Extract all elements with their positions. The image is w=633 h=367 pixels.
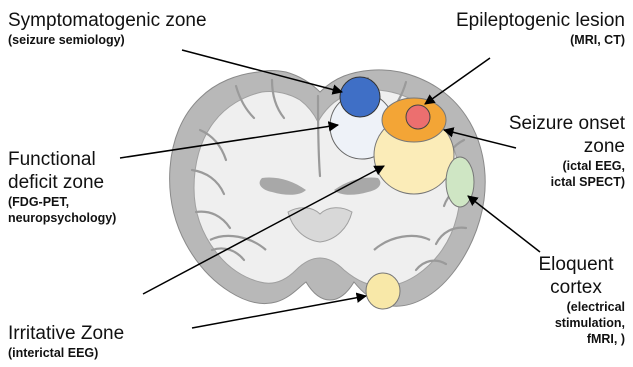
epileptogenic-title: Epileptogenic lesion <box>456 9 625 32</box>
label-symptomatogenic: Symptomatogenic zone (seizure semiology) <box>8 9 207 48</box>
symptomatogenic-title: Symptomatogenic zone <box>8 9 207 32</box>
functional-deficit-detail-line2: neuropsychology) <box>8 210 116 226</box>
seizure-onset-title-line2: zone <box>509 135 625 158</box>
seizure-onset-title-line1: Seizure onset <box>509 112 625 135</box>
eloquent-title-line2: cortex <box>527 276 625 299</box>
eloquent-title-line1: Eloquent <box>527 253 625 276</box>
irritative-zone-lower-ellipse <box>366 273 400 309</box>
label-functional-deficit: Functional deficit zone (FDG-PET, neurop… <box>8 148 116 226</box>
symptomatogenic-detail: (seizure semiology) <box>8 32 207 48</box>
label-eloquent: Eloquent cortex (electrical stimulation,… <box>527 253 625 347</box>
functional-deficit-detail-line1: (FDG-PET, <box>8 194 116 210</box>
seizure-onset-detail-line2: ictal SPECT) <box>509 174 625 190</box>
eloquent-detail-line3: fMRI, ) <box>527 331 625 347</box>
eloquent-detail-line2: stimulation, <box>527 315 625 331</box>
functional-deficit-title-line1: Functional <box>8 148 116 171</box>
label-seizure-onset: Seizure onset zone (ictal EEG, ictal SPE… <box>509 112 625 190</box>
seizure-onset-detail-line1: (ictal EEG, <box>509 158 625 174</box>
epileptogenic-lesion-circle <box>406 105 430 129</box>
symptomatogenic-zone-circle <box>340 77 380 117</box>
label-irritative: Irritative Zone (interictal EEG) <box>8 322 124 361</box>
functional-deficit-title-line2: deficit zone <box>8 171 116 194</box>
eloquent-detail-line1: (electrical <box>527 299 625 315</box>
eloquent-cortex-ellipse <box>446 157 474 207</box>
irritative-title: Irritative Zone <box>8 322 124 345</box>
epileptogenic-detail: (MRI, CT) <box>456 32 625 48</box>
label-epileptogenic: Epileptogenic lesion (MRI, CT) <box>456 9 625 48</box>
arrow-epileptogenic <box>425 58 490 104</box>
irritative-detail: (interictal EEG) <box>8 345 124 361</box>
